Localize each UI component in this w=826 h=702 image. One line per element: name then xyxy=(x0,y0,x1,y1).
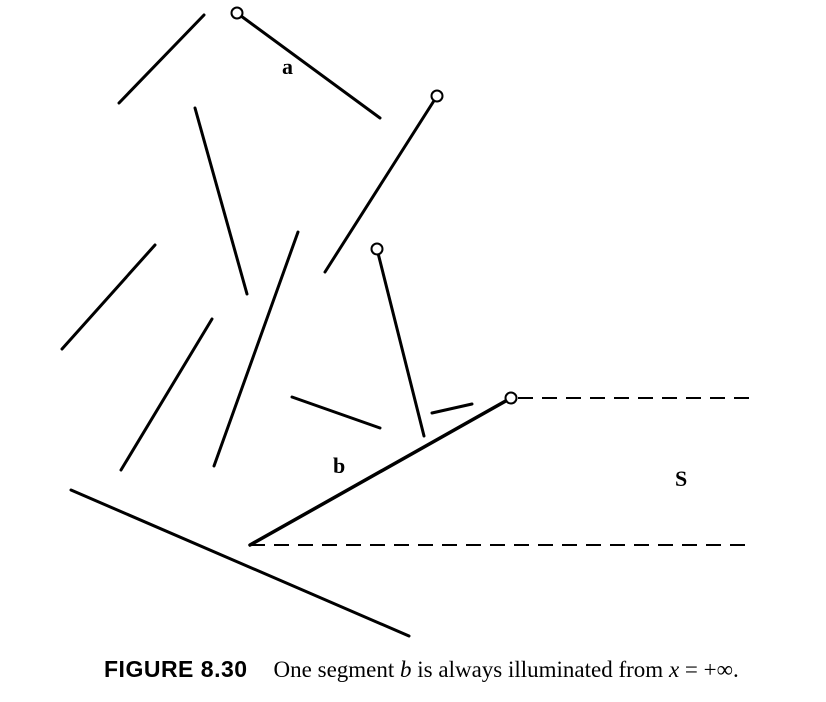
caption-figure-number: FIGURE 8.30 xyxy=(104,656,248,682)
caption-var-x: x xyxy=(668,657,680,682)
segment-right-lower xyxy=(375,247,426,438)
endpoint-marker-b xyxy=(504,391,518,405)
segment-top-left xyxy=(117,13,206,105)
segment-short-horizontal xyxy=(290,395,382,430)
segment-left-mid xyxy=(60,243,157,351)
segment-bottom-long xyxy=(69,488,411,638)
caption-text-before: One segment xyxy=(273,657,401,682)
label-s: S xyxy=(675,466,687,491)
label-b: b xyxy=(333,453,345,478)
segments-diagram: a b S xyxy=(60,6,752,638)
endpoint-marker-right-lower xyxy=(370,242,384,256)
figure-caption: FIGURE 8.30 One segment b is always illum… xyxy=(104,656,739,682)
caption-var-b: b xyxy=(400,657,412,682)
caption-text-middle: is always illuminated from xyxy=(411,657,669,682)
endpoint-marker-a xyxy=(230,6,244,20)
segment-center-long xyxy=(212,230,300,468)
caption-text-end: = +∞. xyxy=(679,657,739,682)
label-a: a xyxy=(282,54,293,79)
segment-right-upper xyxy=(323,94,439,274)
segment-center-left-long xyxy=(193,106,249,296)
segment-a xyxy=(235,11,382,120)
segment-left-lower xyxy=(119,317,214,472)
endpoint-marker-right-upper xyxy=(430,89,444,103)
segment-b xyxy=(248,396,513,547)
segment-tiny xyxy=(430,402,474,415)
